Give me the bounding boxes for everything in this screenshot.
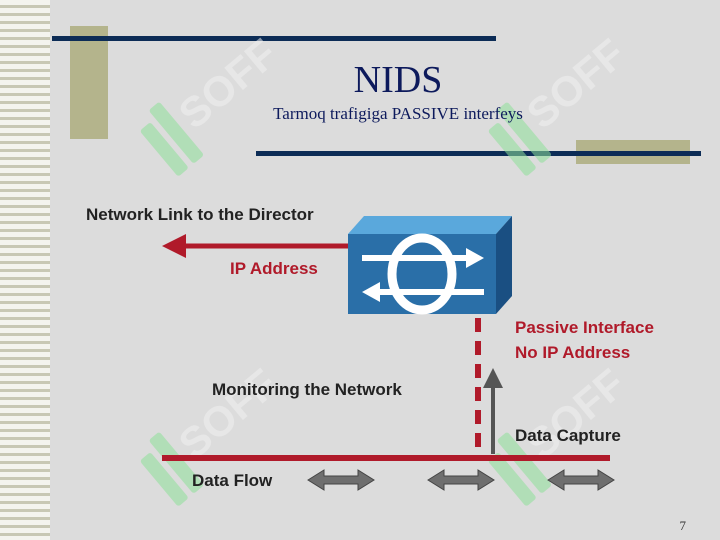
ip-address-label: IP Address bbox=[230, 259, 318, 278]
double-arrow-icon bbox=[307, 469, 375, 491]
olive-block-top-left bbox=[70, 26, 108, 139]
watermark-logo: SOFF bbox=[140, 360, 286, 506]
passive-interface-line2: No IP Address bbox=[515, 342, 631, 362]
slide-title: NIDS bbox=[353, 59, 443, 101]
double-arrow-icon bbox=[547, 469, 615, 491]
network-link-label: Network Link to the Director bbox=[86, 205, 314, 224]
sensor-device-icon bbox=[348, 216, 512, 315]
left-stripe-border bbox=[0, 0, 50, 540]
double-arrow-icon bbox=[427, 469, 495, 491]
monitoring-label: Monitoring the Network bbox=[212, 380, 402, 399]
watermark-logo: SOFF bbox=[140, 30, 286, 176]
title-rule-bottom bbox=[256, 151, 701, 156]
data-capture-arrow bbox=[483, 368, 503, 454]
title-rule-top bbox=[52, 36, 496, 41]
watermark-logo: SOFF bbox=[488, 360, 634, 506]
passive-interface-line1: Passive Interface bbox=[515, 318, 654, 337]
director-link-arrow bbox=[162, 234, 350, 258]
slide-subtitle: Tarmoq trafigiga PASSIVE interfeys bbox=[273, 104, 523, 123]
passive-interface-label: Passive Interface No IP Address bbox=[515, 316, 654, 365]
watermark-logo: SOFF bbox=[488, 30, 634, 176]
data-flow-label: Data Flow bbox=[192, 471, 273, 490]
data-capture-label: Data Capture bbox=[515, 426, 621, 445]
page-number: 7 bbox=[679, 518, 687, 533]
